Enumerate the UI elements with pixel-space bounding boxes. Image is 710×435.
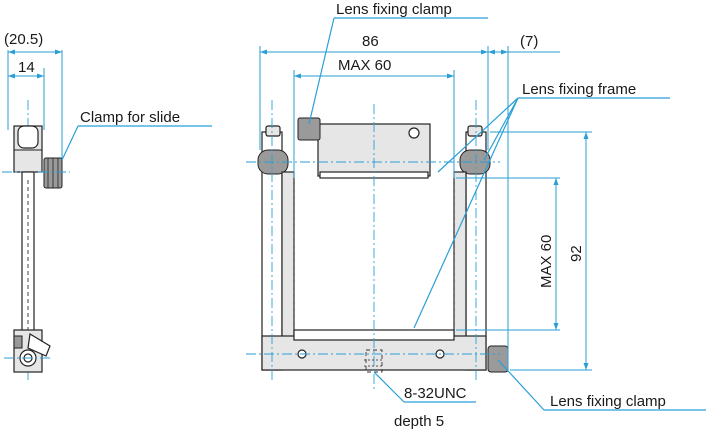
height-dimension: 92 <box>568 245 585 262</box>
lens-fixing-clamp-bottom-label: Lens fixing clamp <box>550 393 666 410</box>
max-width-dimension: MAX 60 <box>338 57 391 74</box>
lens-fixing-clamp-top-label: Lens fixing clamp <box>336 1 452 18</box>
front-view <box>246 100 509 392</box>
thread-spec-label: 8-32UNC <box>404 385 467 402</box>
side-offset-dimension: 14 <box>18 59 35 76</box>
width-dimension: 86 <box>362 33 379 50</box>
max-height-dimension: MAX 60 <box>538 235 555 288</box>
clamp-extension-dimension: (7) <box>520 33 538 50</box>
clamp-for-slide-label: Clamp for slide <box>80 109 180 126</box>
leader-lines <box>308 17 706 411</box>
side-depth-dimension: (20.5) <box>4 31 43 48</box>
side-view <box>2 49 70 380</box>
thread-depth-label: depth 5 <box>394 413 444 430</box>
lens-fixing-frame-label: Lens fixing frame <box>522 81 636 98</box>
clamp-for-slide-leader <box>61 125 79 161</box>
